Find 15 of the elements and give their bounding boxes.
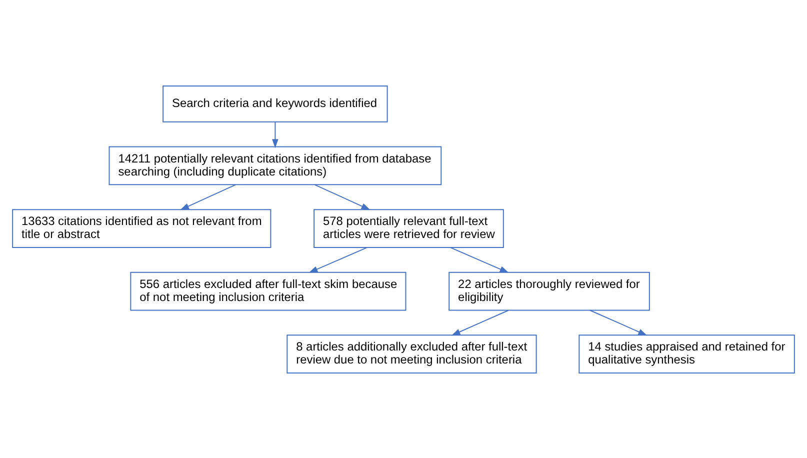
arrow [314,184,370,210]
arrow [450,246,509,272]
node-box: 556 articles excluded after full-text skim because of not meeting inclusion criteria [130,271,406,310]
node-box: 8 articles additionally excluded after full-text review due to not meeting inclusion criteria [286,334,537,374]
arrow [451,309,509,336]
node-box: 14 studies appraised and retained for qualitative synthesis [578,334,795,374]
node-box: 14211 potentially relevant citations identified from database searching (including duplicate citations) [108,146,442,185]
node-box: 578 potentially relevant full-text articles were retrieved for review [314,208,504,248]
node-box: 13633 citations identified as not relevant from title or abstract [12,208,272,248]
arrow [180,184,236,210]
arrow [590,309,648,336]
node-box: 22 articles thoroughly reviewed for eligibility [448,271,650,310]
node-box: Search criteria and keywords identified [162,84,388,122]
arrow [272,120,278,148]
arrow [308,246,368,272]
